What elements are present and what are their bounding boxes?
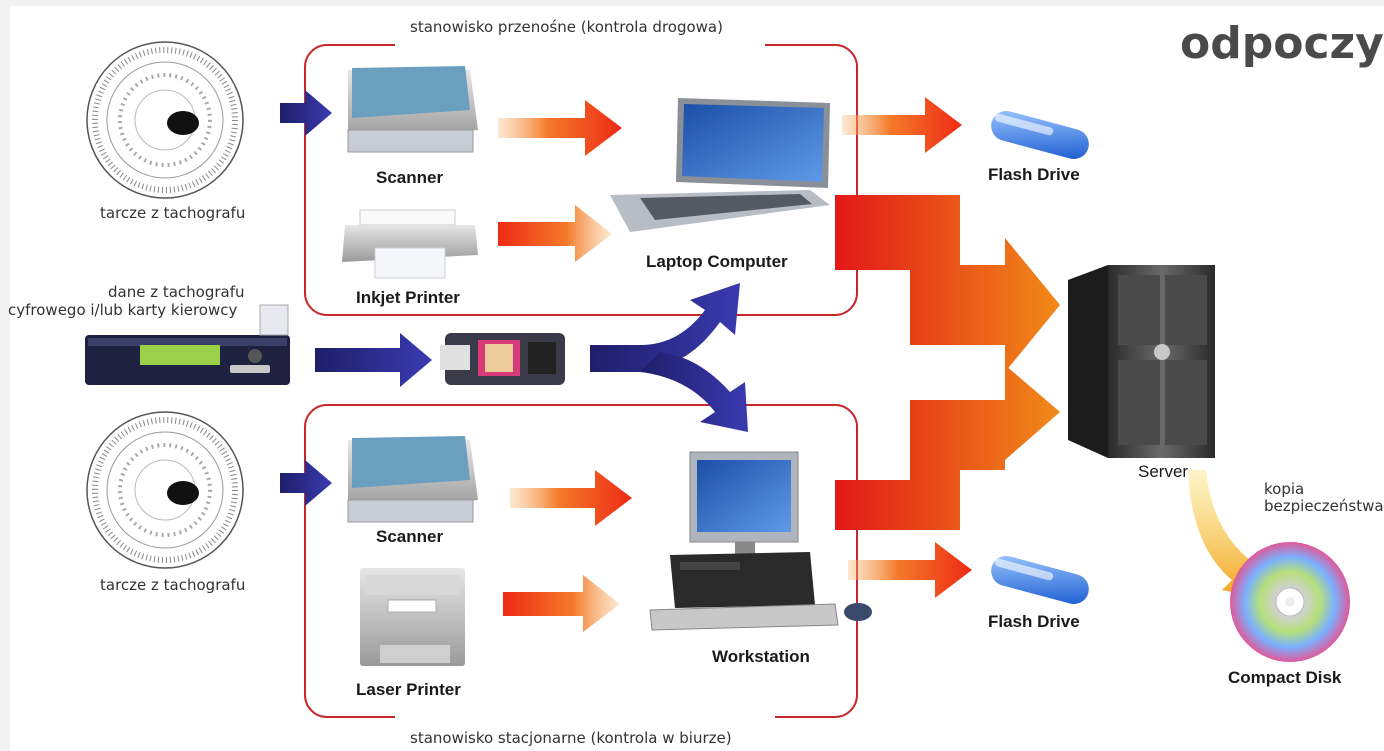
reader-split-arrow xyxy=(590,283,748,432)
workstation-to-laser-arrow xyxy=(503,575,620,632)
tachograph-disc-top xyxy=(86,41,244,199)
laptop-to-inkjet-arrow xyxy=(498,205,612,262)
scanner-icon xyxy=(347,66,478,153)
laptop-icon xyxy=(610,98,830,232)
tachograph-disc-label-bottom: tarcze z tachografu xyxy=(100,576,246,594)
scanner2-to-workstation-arrow xyxy=(510,470,632,526)
disc-to-scanner-arrow xyxy=(280,90,332,136)
compact-disk-label: Compact Disk xyxy=(1228,668,1342,687)
tachograph-to-reader-arrow xyxy=(315,333,432,387)
stationary-station-label: stanowisko stacjonarne (kontrola w biurz… xyxy=(410,729,732,747)
tachograph-disc-label-top: tarcze z tachografu xyxy=(100,204,246,222)
digital-data-label-line1: dane z tachografu xyxy=(108,283,245,301)
workstation-label: Workstation xyxy=(712,647,810,666)
workstation-to-flash-arrow xyxy=(848,542,972,598)
backup-label-line2: bezpieczeństwa xyxy=(1264,497,1384,515)
inkjet-printer-label: Inkjet Printer xyxy=(356,288,460,307)
scanner-to-laptop-arrow xyxy=(498,100,622,156)
compact-disk-icon xyxy=(1230,542,1350,662)
disc2-to-scanner2-arrow xyxy=(280,460,332,506)
server-label: Server xyxy=(1138,462,1189,481)
scanner-label: Scanner xyxy=(376,168,444,187)
laptop-to-flash-arrow xyxy=(842,97,962,153)
workstation-to-server-arrow xyxy=(835,365,1060,530)
flash-drive-icon-bottom xyxy=(991,555,1089,605)
server-icon xyxy=(1068,265,1215,458)
scanner2-label: Scanner xyxy=(376,527,444,546)
inkjet-printer-icon xyxy=(342,209,478,279)
scanner2-icon xyxy=(347,436,478,523)
digital-tachograph-icon xyxy=(85,304,290,385)
page-title: odpoczy xyxy=(1180,18,1384,69)
laptop-to-server-arrow xyxy=(835,195,1060,372)
portable-station-label: stanowisko przenośne (kontrola drogowa) xyxy=(410,18,723,36)
backup-label-line1: kopia xyxy=(1264,480,1305,498)
flash-drive-icon-top xyxy=(991,110,1089,160)
laser-printer-label: Laser Printer xyxy=(356,680,461,699)
laptop-label: Laptop Computer xyxy=(646,252,788,271)
workstation-icon xyxy=(649,451,872,631)
card-reader-icon xyxy=(440,333,565,385)
laser-printer-icon xyxy=(360,568,465,666)
flash-drive-label-bottom: Flash Drive xyxy=(988,612,1080,631)
flash-drive-label-top: Flash Drive xyxy=(988,165,1080,184)
digital-data-label-line2: cyfrowego i/lub karty kierowcy xyxy=(8,301,238,319)
tachograph-disc-bottom xyxy=(86,411,244,569)
